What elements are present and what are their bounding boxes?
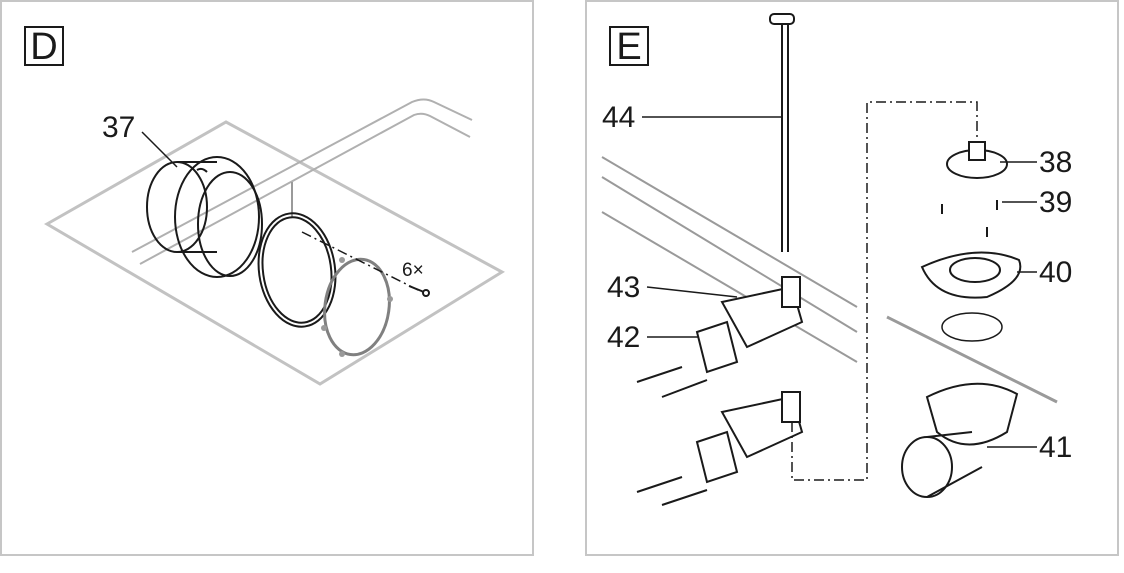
gasket-ring: [257, 212, 337, 328]
screw-hole: [339, 257, 345, 263]
panel-letter-d: D: [24, 26, 64, 66]
leader-37: [141, 131, 178, 168]
label-44: 44: [602, 101, 635, 134]
assembly-path: [791, 101, 978, 481]
hull-line-upper: [601, 156, 858, 308]
screw-39-icon: [941, 200, 998, 237]
screws-left: [636, 366, 708, 398]
label-screw-count: 6×: [402, 260, 424, 281]
panel-e-drawing: 44 43 42 38 39 40 41: [601, 13, 1072, 506]
label-43: 43: [607, 271, 640, 304]
cover-plate: [323, 257, 391, 357]
assembly-line: [301, 231, 423, 293]
hull-line-right: [886, 315, 1058, 404]
label-42: 42: [607, 321, 640, 354]
screw-hole: [321, 325, 327, 331]
panel-d-drawing: 37 6×: [44, 98, 505, 386]
screw-hole: [339, 351, 345, 357]
cap-38: [946, 141, 1008, 179]
screw-icon: [408, 285, 430, 297]
housing-37: [146, 156, 263, 278]
pipe-rail-inner: [139, 112, 471, 265]
label-39: 39: [1039, 186, 1072, 219]
screws-lower: [636, 476, 708, 506]
label-41: 41: [1039, 431, 1072, 464]
flange-40: [920, 251, 1022, 299]
hull-line-lower: [601, 176, 858, 333]
mounting-plate-outline: [44, 120, 505, 386]
rod-44: [769, 13, 795, 252]
label-38: 38: [1039, 146, 1072, 179]
screw-hole: [387, 296, 393, 302]
leader-43: [646, 286, 738, 298]
bracket-42: [695, 320, 739, 374]
hull-line-mid: [601, 211, 858, 363]
bracket-43: [720, 276, 804, 349]
label-37: 37: [102, 111, 135, 144]
panel-d: D: [0, 0, 534, 556]
pipe-rail: [131, 98, 473, 253]
gasket-ring-e: [941, 312, 1003, 342]
panel-e: E: [585, 0, 1119, 556]
bracket-lower: [695, 391, 804, 484]
panel-letter-e: E: [609, 26, 649, 66]
label-40: 40: [1039, 256, 1072, 289]
outlet-41: [901, 382, 1019, 498]
